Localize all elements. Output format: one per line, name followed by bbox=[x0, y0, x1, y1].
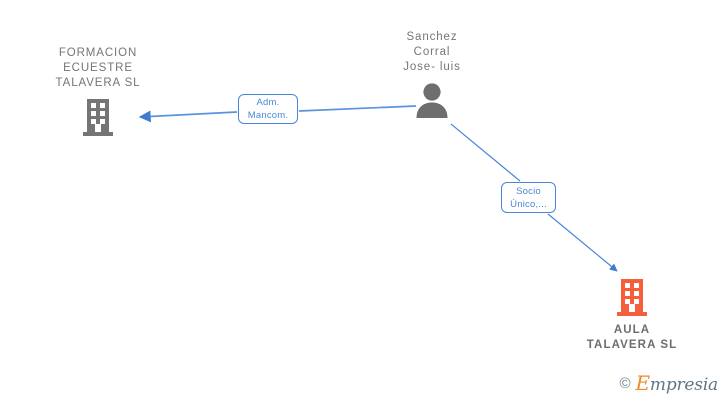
copyright-icon: © bbox=[619, 375, 631, 392]
edge-socio-unico-segment-upper bbox=[450, 123, 521, 182]
edge-label-adm-mancom[interactable]: Adm. Mancom. bbox=[238, 94, 298, 124]
empresia-logo-initial: E bbox=[635, 371, 651, 395]
building-icon bbox=[82, 97, 114, 137]
building-icon bbox=[616, 277, 648, 317]
node-aula-talavera-sl[interactable]: AULA TALAVERA SL bbox=[552, 277, 712, 353]
empresia-watermark: © Empresia bbox=[619, 373, 718, 394]
person-icon bbox=[414, 82, 450, 118]
empresia-logo: Empresia bbox=[636, 373, 719, 394]
edge-label-socio-unico[interactable]: Socio Único,... bbox=[501, 182, 556, 213]
node-person-sanchez-corral-jose-luis[interactable]: Sanchez Corral Jose- luis bbox=[352, 30, 512, 118]
empresia-logo-rest: mpresia bbox=[649, 375, 718, 395]
edge-socio-unico-segment-lower bbox=[547, 213, 618, 272]
node-formacion-ecuestre-talavera-sl[interactable]: FORMACION ECUESTRE TALAVERA SL bbox=[18, 46, 178, 137]
node-label-aula: AULA TALAVERA SL bbox=[586, 324, 678, 351]
node-label-person: Sanchez Corral Jose- luis bbox=[403, 31, 461, 73]
node-label-formacion: FORMACION ECUESTRE TALAVERA SL bbox=[55, 47, 141, 89]
